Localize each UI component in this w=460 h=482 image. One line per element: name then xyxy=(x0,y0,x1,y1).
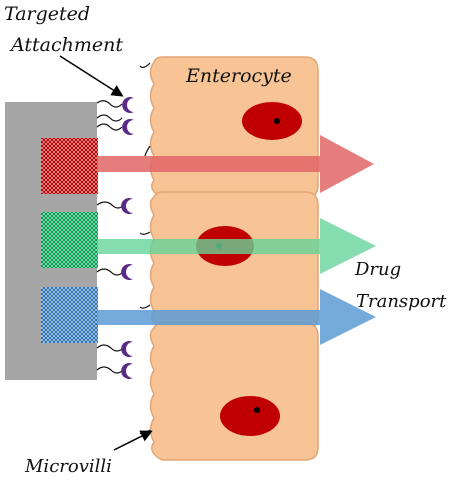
ligand-olive-5 xyxy=(134,226,141,240)
drug-reservoir-green xyxy=(41,212,98,268)
ligand-purple-2 xyxy=(122,119,134,135)
ligand-olive-3 xyxy=(134,117,140,129)
targeted-label-line1: Targeted xyxy=(4,3,90,25)
ligand-olive-1 xyxy=(134,58,141,72)
targeted-attachment-pointer xyxy=(59,55,124,97)
ligand-olive-9 xyxy=(134,362,140,374)
microvilli-label: Microvilli xyxy=(24,456,112,477)
nucleolus-bottom xyxy=(254,407,260,413)
nucleus-top xyxy=(242,102,302,140)
ligand-olive-8 xyxy=(134,340,140,352)
ligand-olive-6 xyxy=(134,263,140,275)
ligand-olive-2 xyxy=(134,95,140,107)
targeted-label-line2: Attachment xyxy=(9,34,123,56)
transport-label: Transport xyxy=(356,291,447,312)
ligand-purple-group xyxy=(121,97,134,379)
drug-reservoir-blue xyxy=(41,287,98,343)
microvilli-pointer xyxy=(113,430,153,451)
nucleus-bottom xyxy=(220,396,280,436)
ligand-purple-1 xyxy=(122,97,134,113)
nucleolus-top xyxy=(274,118,280,124)
drug-reservoir-red xyxy=(41,138,98,194)
drug-transport-arrow-blue xyxy=(97,289,376,345)
drug-label: Drug xyxy=(354,259,401,280)
enterocyte-cell-bottom xyxy=(149,322,319,461)
enterocyte-label: Enterocyte xyxy=(185,65,292,87)
ligand-purple-3 xyxy=(121,198,133,215)
drug-transport-arrow-red xyxy=(97,135,374,193)
ligand-purple-6 xyxy=(121,363,133,379)
drug-transport-arrow-green xyxy=(97,218,376,274)
ligand-purple-5 xyxy=(121,341,133,357)
ligand-purple-4 xyxy=(121,264,133,280)
